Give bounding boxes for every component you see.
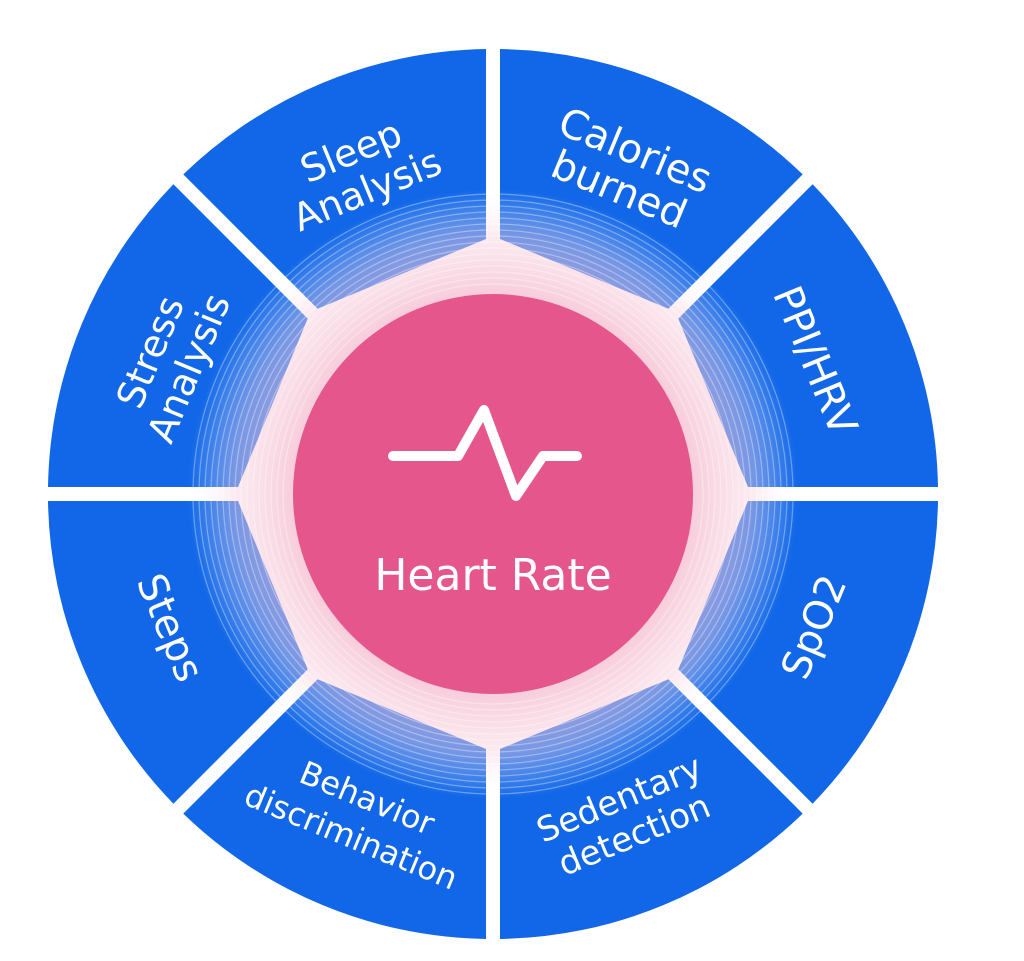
- halo-ring: [216, 217, 770, 771]
- halo-ring: [234, 235, 752, 753]
- halo-ring: [246, 247, 740, 741]
- halo-ring: [222, 223, 764, 765]
- halo-ring: [198, 199, 788, 789]
- heart-rate-center-circle: [293, 294, 693, 694]
- halo-ring: [270, 271, 716, 717]
- pulse-line-icon: [388, 405, 582, 501]
- halo-ring: [258, 259, 728, 729]
- halo-ring: [192, 193, 794, 795]
- halo-ring: [204, 205, 782, 783]
- halo-ring: [228, 229, 758, 759]
- halo-ring: [282, 283, 704, 705]
- halo-ring: [252, 253, 734, 735]
- heart-rate-label: Heart Rate: [374, 550, 611, 601]
- halo-rings: [192, 193, 794, 795]
- halo-ring: [264, 265, 722, 723]
- halo-ring: [240, 241, 746, 747]
- halo-ring: [276, 277, 710, 711]
- halo-ring: [210, 211, 776, 777]
